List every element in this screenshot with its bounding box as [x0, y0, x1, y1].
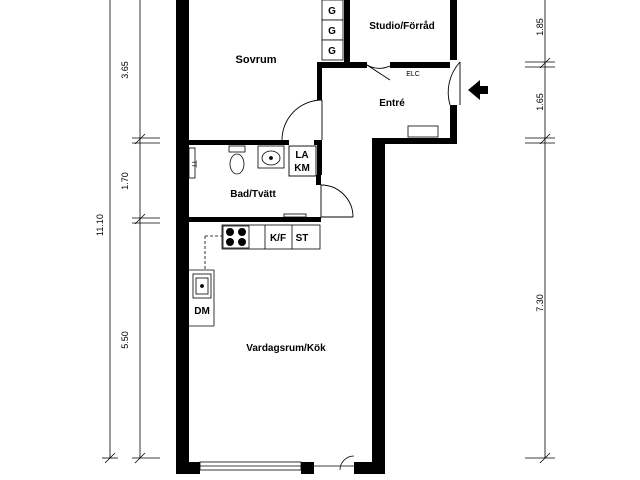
wardrobe-label-2: G: [328, 26, 336, 37]
wardrobes: [321, 0, 344, 61]
dimension-lines-left: [102, 0, 160, 464]
kitchen-counter: [189, 224, 321, 327]
hall-shelf: [407, 125, 439, 138]
wardrobe-label-1: G: [328, 6, 336, 17]
towel-rack-icon: [188, 147, 196, 179]
room-label-bad: Bad/Tvätt: [230, 189, 276, 200]
elc-label: ELC: [406, 71, 420, 78]
walls: [176, 0, 457, 474]
dim-left-total: 11.10: [95, 214, 105, 236]
wardrobe-label-3: G: [328, 46, 336, 57]
washer-label: LA: [295, 150, 308, 161]
room-label-sovrum: Sovrum: [236, 54, 277, 66]
room-label-vardagsrum: Vardagsrum/Kök: [246, 343, 326, 354]
entrance-arrow-icon: [468, 80, 488, 100]
window-bottom: [199, 455, 355, 471]
bathroom-radiator: [283, 213, 307, 218]
bathroom-sink-icon: [257, 145, 285, 169]
doors: [281, 61, 461, 218]
towel-dryer-label: TT: [190, 160, 196, 168]
dim-right-entre: 1.65: [535, 93, 545, 111]
dimension-lines-right: [525, 0, 555, 464]
fridge-freezer-label: K/F: [270, 233, 286, 244]
dim-right-studio: 1.85: [535, 18, 545, 36]
dishwasher-label: DM: [194, 306, 210, 317]
washer-dryer-box: [288, 145, 317, 177]
kitchen-sink-icon: [192, 273, 212, 299]
toilet-icon: [228, 145, 246, 175]
room-label-studio: Studio/Förråd: [369, 20, 435, 32]
dim-left-bad: 1.70: [120, 172, 130, 190]
dim-left-vardagsrum: 5.50: [120, 331, 130, 349]
stove-icon: [222, 225, 250, 249]
dryer-label: KM: [294, 163, 310, 174]
dim-right-vardagsrum: 7.30: [535, 294, 545, 312]
closet-label: ST: [296, 233, 309, 244]
dim-left-sovrum: 3.65: [120, 61, 130, 79]
room-label-entre: Entré: [379, 98, 405, 109]
